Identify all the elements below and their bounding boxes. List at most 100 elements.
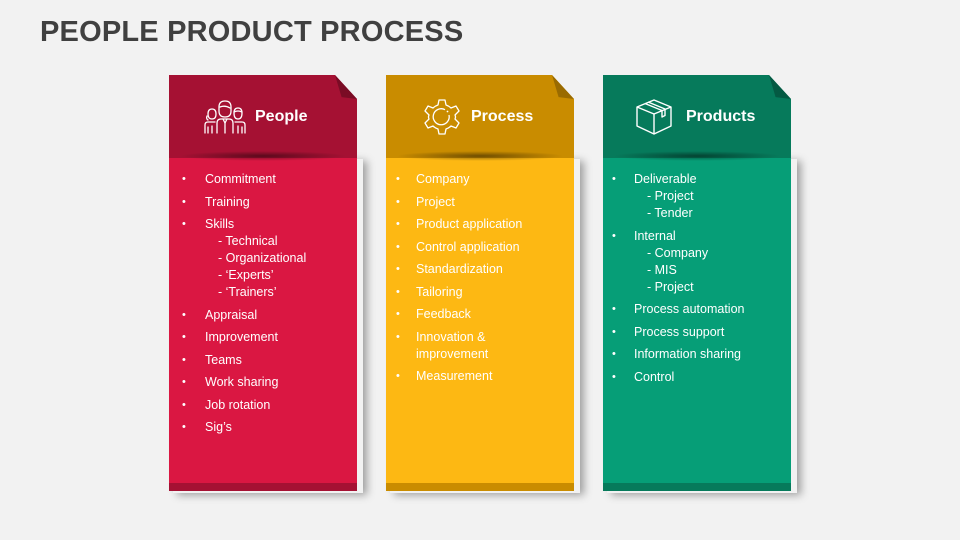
list-item-text: Deliverable — [634, 172, 697, 186]
bullet-icon: • — [396, 308, 400, 320]
bullet-icon: • — [396, 240, 400, 253]
bullet-icon: • — [182, 398, 186, 411]
list-item: • Appraisal — [169, 307, 357, 324]
card-body-products: •Deliverable- Project- Tender•Internal- … — [603, 158, 791, 483]
list-item-text: Product application — [416, 217, 523, 231]
gear-icon — [418, 97, 466, 137]
list-item-text: Feedback — [416, 307, 471, 321]
list-item: • Company — [386, 171, 574, 188]
bullet-icon: • — [182, 218, 186, 230]
list-item: • Control application — [386, 239, 574, 256]
bullet-icon: • — [396, 263, 400, 275]
bullet-icon: • — [182, 353, 186, 366]
list-item-text: Measurement — [416, 369, 493, 383]
bullet-icon: • — [182, 421, 186, 433]
list-subitem-text: - Organizational — [218, 251, 307, 265]
list-item: • Deliverable - Project - Tender — [603, 171, 791, 222]
bullet-icon: • — [612, 229, 616, 242]
card-header-people: People — [169, 75, 357, 158]
list-item: • Process support — [603, 324, 791, 341]
item-list-process: • Company • Project • Product application • Con… — [386, 171, 574, 385]
card-title-products: Products — [686, 107, 756, 125]
bullet-icon: • — [396, 218, 400, 230]
list-item-text: Appraisal — [205, 307, 258, 322]
list-subitem-text: - Project — [647, 279, 694, 294]
box-package-icon — [630, 97, 678, 137]
bullet-icon: • — [612, 303, 616, 315]
list-item-text: Project — [416, 194, 455, 209]
list-item-text: Innovation & — [416, 329, 486, 344]
list-item: • Process automation — [603, 301, 791, 318]
card-header-process: Process — [386, 75, 574, 158]
bullet-icon: • — [396, 370, 400, 382]
list-item-text: Sig’s — [205, 420, 232, 434]
list-item: •Information sharing — [603, 346, 791, 363]
bullet-icon: • — [182, 376, 186, 388]
card-body-people: •Commitment•Training•Skills- Technical- … — [169, 158, 357, 483]
list-item: • Improvement — [169, 329, 357, 346]
list-item: • Control — [603, 369, 791, 386]
list-item-text: Improvement — [205, 330, 278, 344]
list-item-text: Company — [416, 172, 470, 186]
item-list-products: •Deliverable- Project- Tender•Internal- … — [603, 171, 791, 386]
bullet-icon: • — [612, 325, 616, 338]
list-item-text: Tailoring — [416, 284, 463, 299]
list-item-text: Job rotation — [205, 397, 271, 412]
list-item: • Tailoring — [386, 284, 574, 301]
list-item: • Measurement — [386, 368, 574, 385]
list-item: • Sig’s — [169, 419, 357, 436]
list-item: • Product application — [386, 216, 574, 233]
list-item-text: Teams — [205, 352, 242, 367]
list-item-text: Standardization — [416, 262, 503, 276]
list-item-text: Control application — [416, 239, 520, 254]
bullet-icon: • — [182, 195, 186, 208]
header-shade — [613, 151, 781, 161]
list-item-text: Control — [634, 369, 675, 384]
list-item: •Skills- Technical- Organizational- ‘Exp… — [169, 216, 357, 301]
list-item: • Training — [169, 194, 357, 211]
bullet-icon: • — [612, 173, 616, 185]
people-group-icon — [201, 97, 249, 137]
header-shade — [179, 151, 347, 161]
item-list-people: •Commitment•Training•Skills- Technical- … — [169, 171, 357, 436]
list-subitem-text: - MIS — [647, 262, 677, 277]
card-footer-strip — [386, 483, 574, 491]
bullet-icon: • — [396, 330, 400, 343]
bullet-icon: • — [396, 173, 400, 185]
list-item: • Job rotation — [169, 397, 357, 414]
list-subitem-text: - Tender — [647, 206, 693, 220]
bullet-icon: • — [612, 370, 616, 383]
page-title: PEOPLE PRODUCT PROCESS — [40, 16, 464, 48]
card-header-products: Products — [603, 75, 791, 158]
list-item: • Feedback — [386, 306, 574, 323]
list-item: • Commitment — [169, 171, 357, 188]
card-footer-strip — [169, 483, 357, 491]
list-subitem-text: improvement — [416, 346, 489, 361]
list-item-text: Work sharing — [205, 375, 279, 389]
bullet-icon: • — [396, 285, 400, 298]
card-footer-strip — [603, 483, 791, 491]
bullet-icon: • — [182, 308, 186, 321]
list-item: • Innovation & improvement — [386, 329, 574, 363]
bullet-icon: • — [182, 173, 186, 185]
list-item-text: Information sharing — [634, 347, 742, 361]
card-title-people: People — [255, 107, 308, 125]
list-subitem-text: - ‘Experts’ — [218, 268, 274, 282]
list-item: • Standardization — [386, 261, 574, 278]
list-item: •Internal- Company- MIS- Project — [603, 228, 791, 296]
list-item-text: Skills — [205, 217, 235, 231]
card-people: People •Commitment•Training•Skills- Tech… — [169, 75, 357, 491]
list-item-text: Commitment — [205, 172, 276, 186]
bullet-icon: • — [396, 195, 400, 208]
header-shade — [396, 151, 564, 161]
card-title-process: Process — [471, 107, 534, 125]
list-item-text: Training — [205, 194, 250, 209]
bullet-icon: • — [182, 331, 186, 343]
list-item-text: Process automation — [634, 302, 745, 316]
list-item: • Work sharing — [169, 374, 357, 391]
list-item-text: Process support — [634, 324, 725, 339]
list-subitem-text: - ‘Trainers’ — [218, 285, 277, 299]
list-subitem-text: - Project — [647, 189, 694, 203]
list-item: • Teams — [169, 352, 357, 369]
card-products: Products •Deliverable- Project- Tender•I… — [603, 75, 791, 491]
